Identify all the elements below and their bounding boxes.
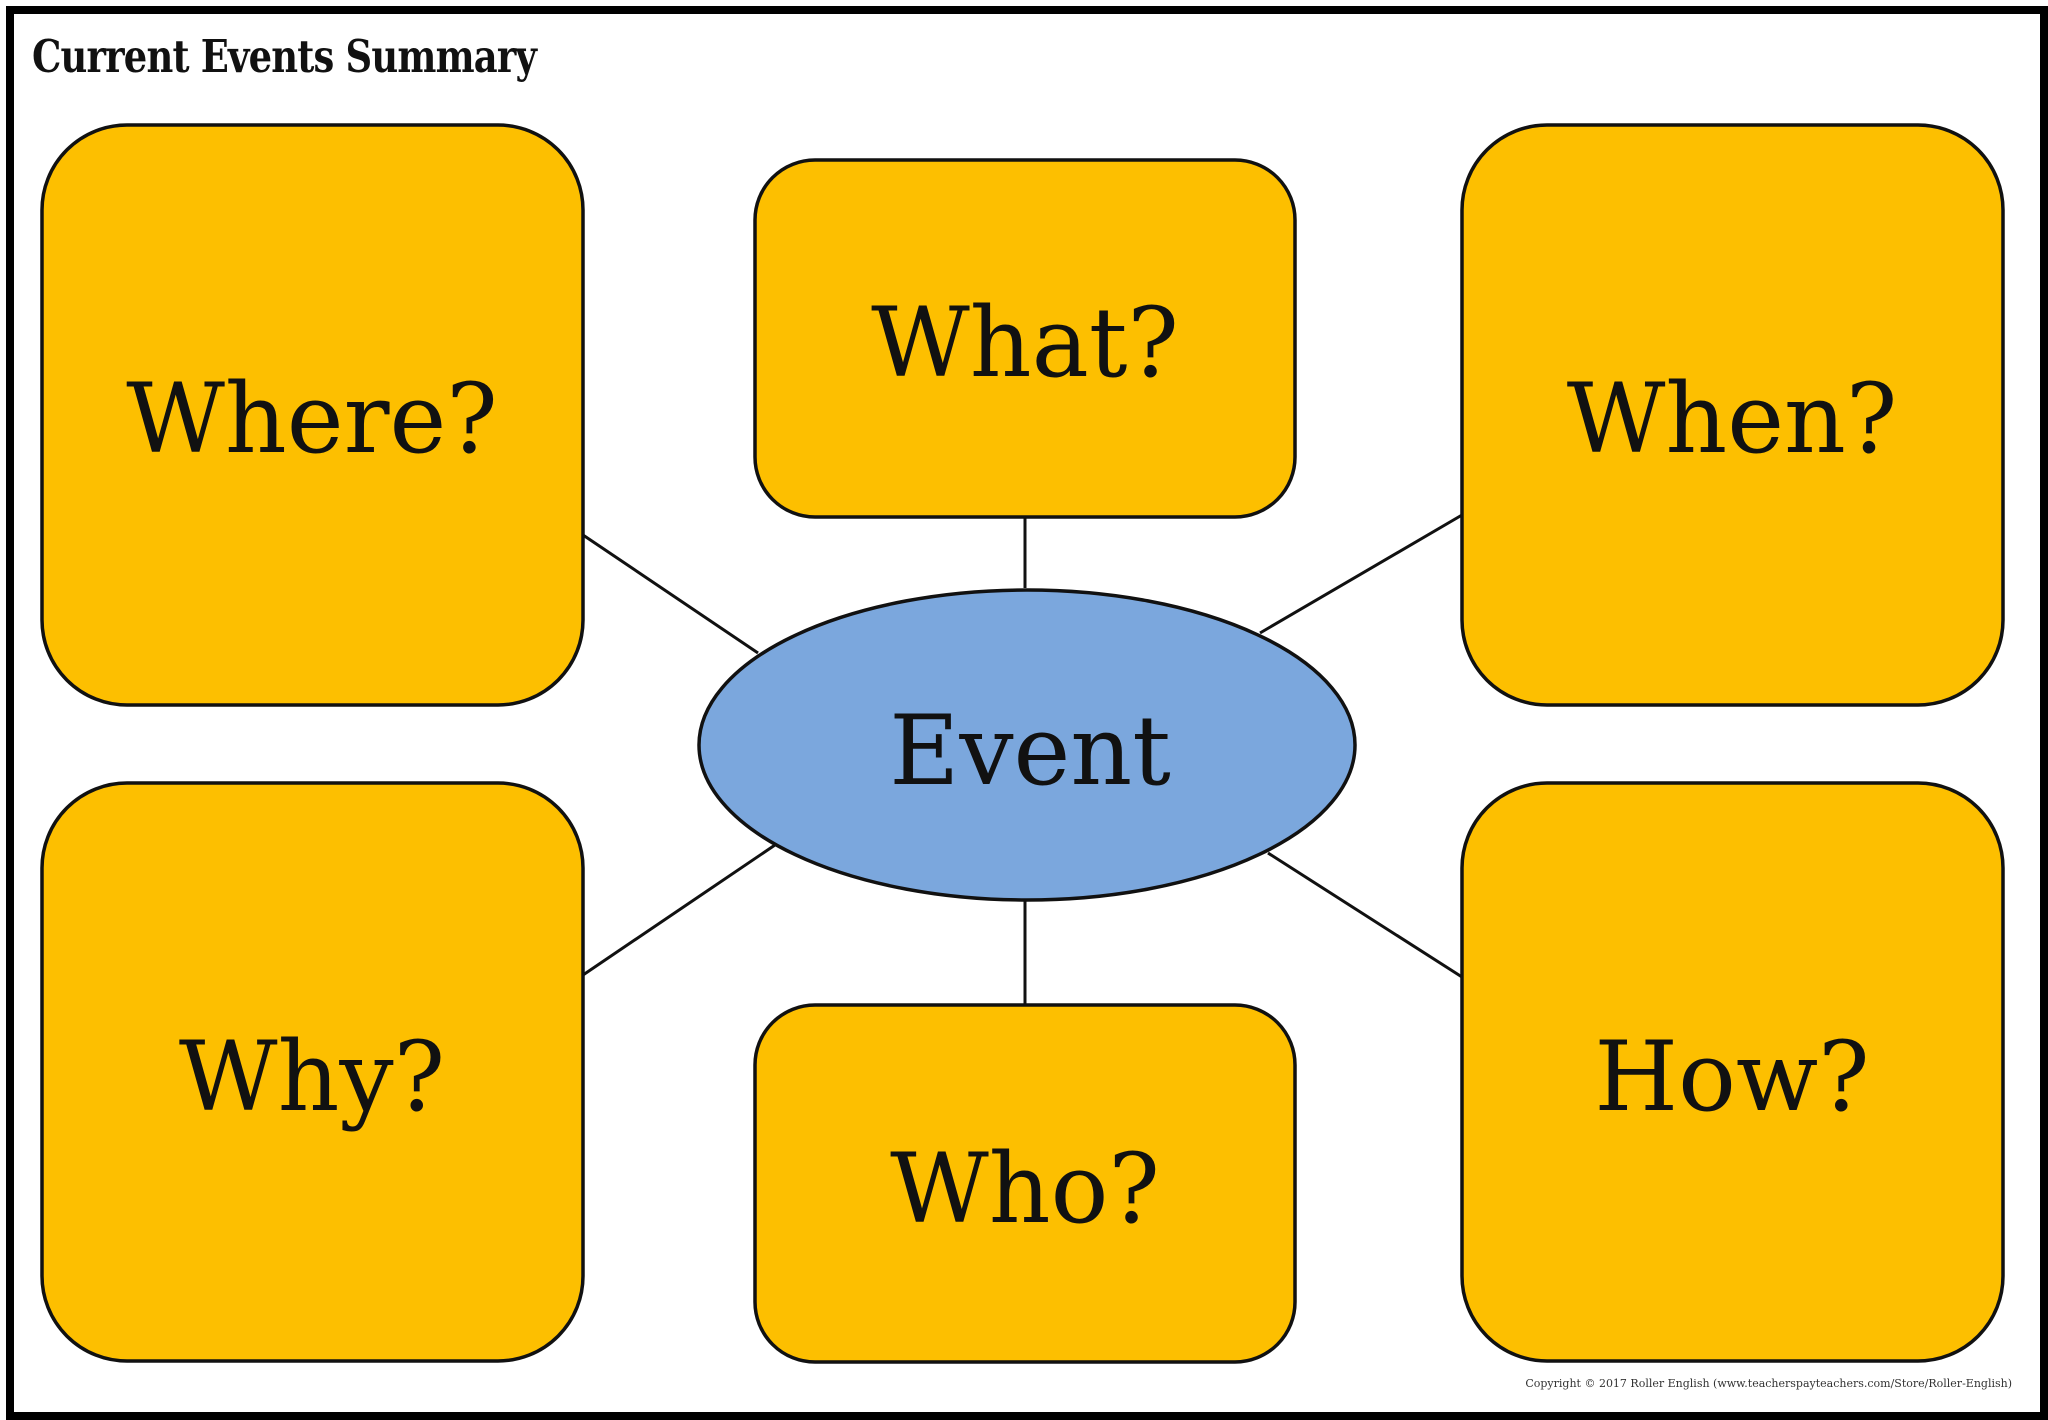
where-label: Where? — [126, 363, 497, 475]
connector-how — [1267, 851, 1463, 979]
who-label: Who? — [890, 1133, 1160, 1245]
when-label: When? — [1567, 363, 1898, 475]
connector-why — [582, 843, 776, 977]
copyright-notice: Copyright © 2017 Roller English (www.tea… — [1525, 1377, 2012, 1390]
when-box — [1460, 123, 2005, 707]
how-label: How? — [1594, 1021, 1869, 1133]
connector-where — [582, 533, 759, 655]
how-box — [1460, 781, 2005, 1363]
what-box — [753, 158, 1297, 519]
who-box — [753, 1003, 1297, 1364]
worksheet-title: Current Events Summary — [32, 30, 537, 83]
why-label: Why? — [179, 1021, 445, 1133]
connector-when — [1259, 513, 1463, 635]
where-box — [40, 123, 585, 707]
event-ellipse — [697, 588, 1357, 902]
what-label: What? — [871, 287, 1179, 399]
why-box — [40, 781, 585, 1363]
event-label: Event — [889, 695, 1171, 807]
